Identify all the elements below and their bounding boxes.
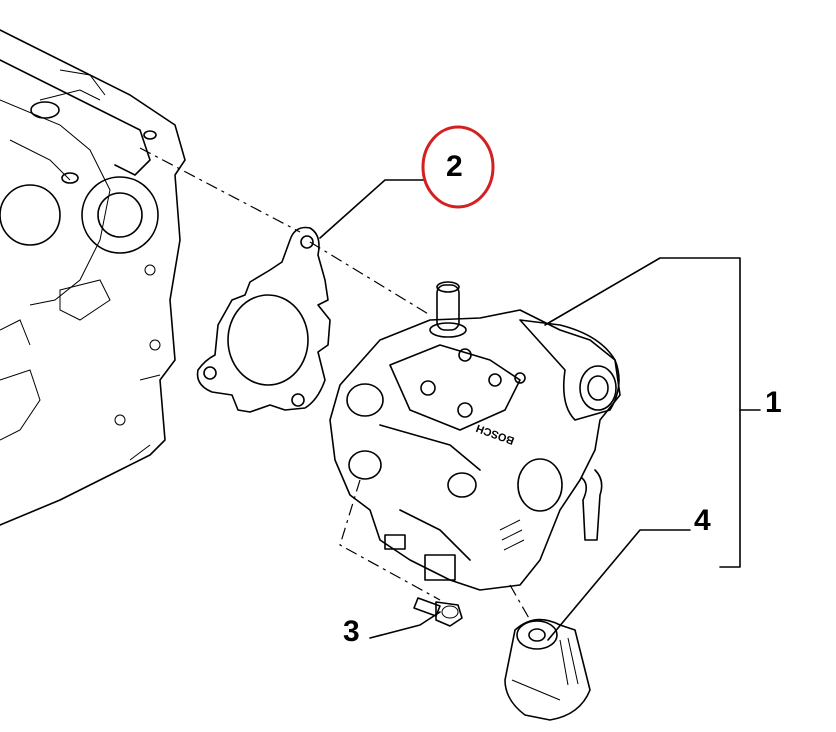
engine-block: [0, 29, 186, 526]
bracket-1: [544, 257, 741, 568]
leader-line-2: [319, 179, 426, 239]
alignment-line: [139, 147, 301, 233]
callout-4[interactable]: 4: [694, 504, 711, 537]
leader-line-4: [547, 529, 691, 641]
high-pressure-pump: BOSCH: [329, 281, 621, 591]
bolt: [413, 597, 463, 627]
svg-text:BOSCH: BOSCH: [475, 422, 516, 447]
pressure-sensor: [504, 618, 591, 721]
callout-1[interactable]: 1: [765, 386, 782, 419]
callout-2[interactable]: 2: [446, 150, 463, 183]
callout-3[interactable]: 3: [343, 615, 360, 648]
gasket: [196, 226, 331, 413]
alignment-line: [309, 241, 431, 316]
alignment-line: [339, 479, 441, 601]
leader-line-3: [369, 611, 441, 639]
highlight-circle: [421, 125, 495, 209]
alignment-line: [509, 584, 531, 621]
